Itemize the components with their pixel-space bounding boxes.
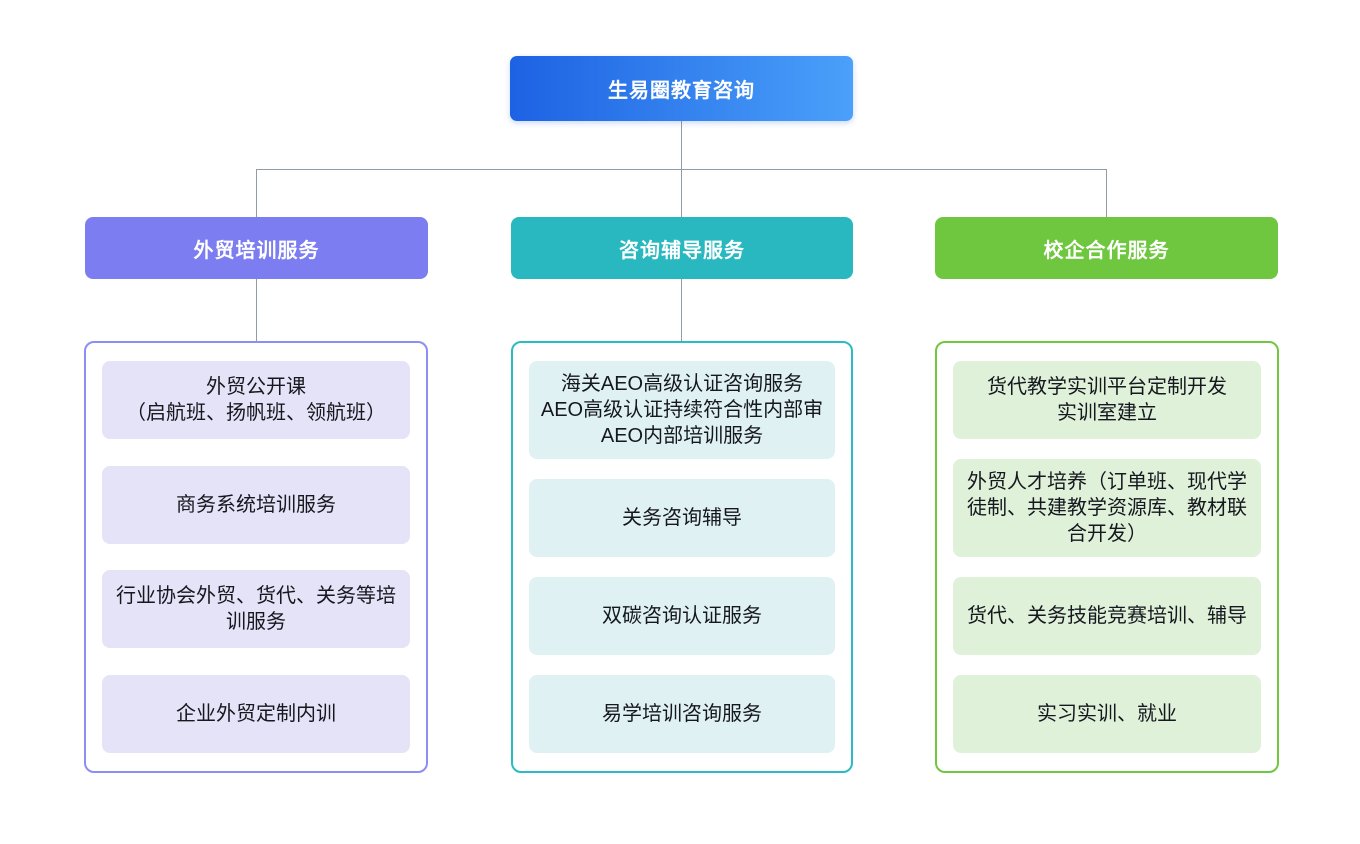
connector-root-down	[681, 121, 682, 169]
service-item: 关务咨询辅导	[529, 479, 835, 557]
service-item: 货代教学实训平台定制开发 实训室建立	[953, 361, 1261, 439]
service-item: 双碳咨询认证服务	[529, 577, 835, 655]
connector-branch-right-down	[1106, 169, 1107, 217]
group-consulting: 海关AEO高级认证咨询服务 AEO高级认证持续符合性内部审 AEO内部培训服务 …	[511, 341, 853, 773]
branch-header-label: 外贸培训服务	[193, 239, 320, 262]
connector-branch-middle-down	[681, 169, 682, 217]
service-item: 行业协会外贸、货代、关务等培训服务	[102, 570, 410, 649]
service-item: 外贸公开课 （启航班、扬帆班、领航班）	[102, 361, 410, 439]
service-item: 企业外贸定制内训	[102, 674, 410, 753]
connector-branch-left-down	[256, 169, 257, 217]
branch-header-trade-training: 外贸培训服务	[85, 217, 428, 279]
branch-header-consulting: 咨询辅导服务	[511, 217, 853, 279]
group-trade-training: 外贸公开课 （启航班、扬帆班、领航班） 商务系统培训服务 行业协会外贸、货代、关…	[84, 341, 428, 773]
service-item: 外贸人才培养（订单班、现代学徒制、共建教学资源库、教材联合开发）	[953, 459, 1261, 557]
service-item: 实习实训、就业	[953, 675, 1261, 753]
connector-stub-middle	[681, 279, 682, 341]
branch-header-school-enterprise: 校企合作服务	[935, 217, 1278, 279]
branch-header-label: 咨询辅导服务	[619, 239, 745, 262]
branch-header-label: 校企合作服务	[1043, 239, 1170, 262]
service-item: 商务系统培训服务	[102, 465, 410, 544]
connector-stub-left	[256, 279, 257, 341]
service-item: 货代、关务技能竞赛培训、辅导	[953, 577, 1261, 655]
root-node-label: 生易圈教育咨询	[608, 80, 755, 102]
group-school-enterprise: 货代教学实训平台定制开发 实训室建立 外贸人才培养（订单班、现代学徒制、共建教学…	[935, 341, 1279, 773]
root-node: 生易圈教育咨询	[510, 56, 853, 121]
service-item: 海关AEO高级认证咨询服务 AEO高级认证持续符合性内部审 AEO内部培训服务	[529, 361, 835, 459]
service-item: 易学培训咨询服务	[529, 675, 835, 753]
